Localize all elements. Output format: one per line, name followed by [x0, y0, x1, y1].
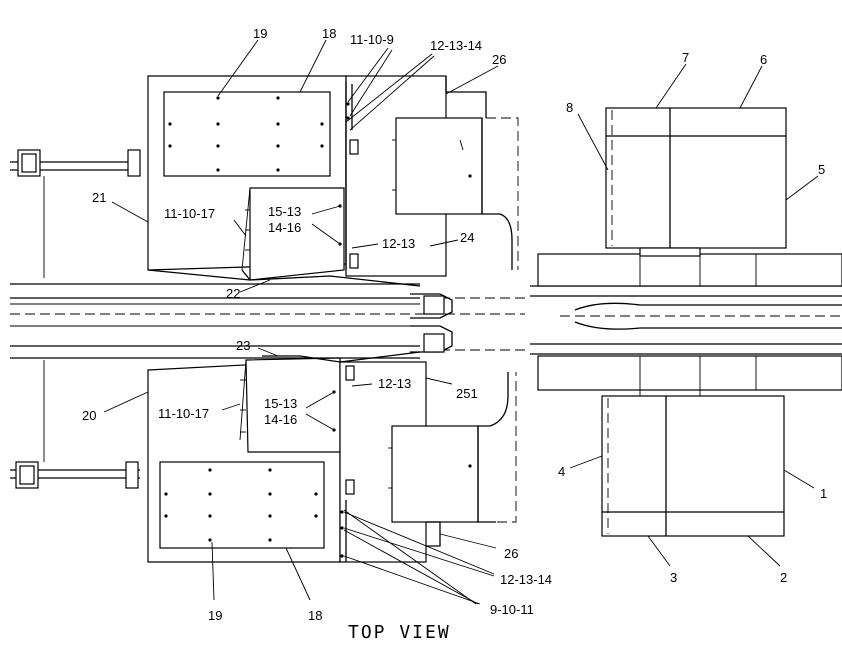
callout-3: 3 — [670, 570, 677, 585]
callout-6: 6 — [760, 52, 767, 67]
callout-11-10-9: 11-10-9 — [350, 32, 394, 47]
callout-26-top: 26 — [492, 52, 506, 67]
lower-grid-holes — [164, 468, 318, 542]
right-upper-block — [605, 107, 787, 257]
callout-12-13-14-bot: 12-13-14 — [500, 572, 552, 587]
callout-2: 2 — [780, 570, 787, 585]
view-caption: TOP VIEW — [348, 622, 451, 643]
callout-19-top: 19 — [253, 26, 267, 41]
right-lower-block — [601, 395, 785, 537]
callout-26-bot: 26 — [504, 546, 518, 561]
center-track — [10, 283, 525, 359]
left-linkage-top — [10, 149, 141, 278]
callout-24: 24 — [460, 230, 474, 245]
lower-housing — [339, 361, 517, 563]
callout-23: 23 — [236, 338, 250, 353]
upper-outer-frame — [147, 75, 421, 287]
callout-7: 7 — [682, 50, 689, 65]
callout-19-bot: 19 — [208, 608, 222, 623]
callout-12-13-bot: 12-13 — [378, 376, 411, 391]
callout-21: 21 — [92, 190, 106, 205]
callout-12-13-top: 12-13 — [382, 236, 415, 251]
callout-5: 5 — [818, 162, 825, 177]
callout-15-13-top: 15-13 — [268, 204, 301, 219]
callout-11-10-17-top: 11-10-17 — [164, 206, 215, 221]
callout-9-10-11: 9-10-11 — [490, 602, 534, 617]
callout-15-13-bot: 15-13 — [264, 396, 297, 411]
left-linkage-bottom — [10, 360, 140, 489]
callout-22: 22 — [226, 286, 240, 301]
lower-outer-frame — [147, 351, 421, 563]
upper-grid-holes — [168, 96, 324, 172]
callout-12-13-14-top: 12-13-14 — [430, 38, 482, 53]
callout-14-16-bot: 14-16 — [264, 412, 297, 427]
callout-20: 20 — [82, 408, 96, 423]
callout-1: 1 — [820, 486, 827, 501]
callout-18-top: 18 — [322, 26, 336, 41]
callout-251: 251 — [456, 386, 478, 401]
callout-8: 8 — [566, 100, 573, 115]
callout-4: 4 — [558, 464, 565, 479]
callout-14-16-top: 14-16 — [268, 220, 301, 235]
callout-labels: 19 18 11-10-9 12-13-14 26 7 6 8 5 21 11-… — [82, 26, 827, 623]
leader-lines — [103, 39, 819, 605]
callout-18-bot: 18 — [308, 608, 322, 623]
callout-11-10-17-bot: 11-10-17 — [158, 406, 209, 421]
right-track — [530, 248, 842, 396]
